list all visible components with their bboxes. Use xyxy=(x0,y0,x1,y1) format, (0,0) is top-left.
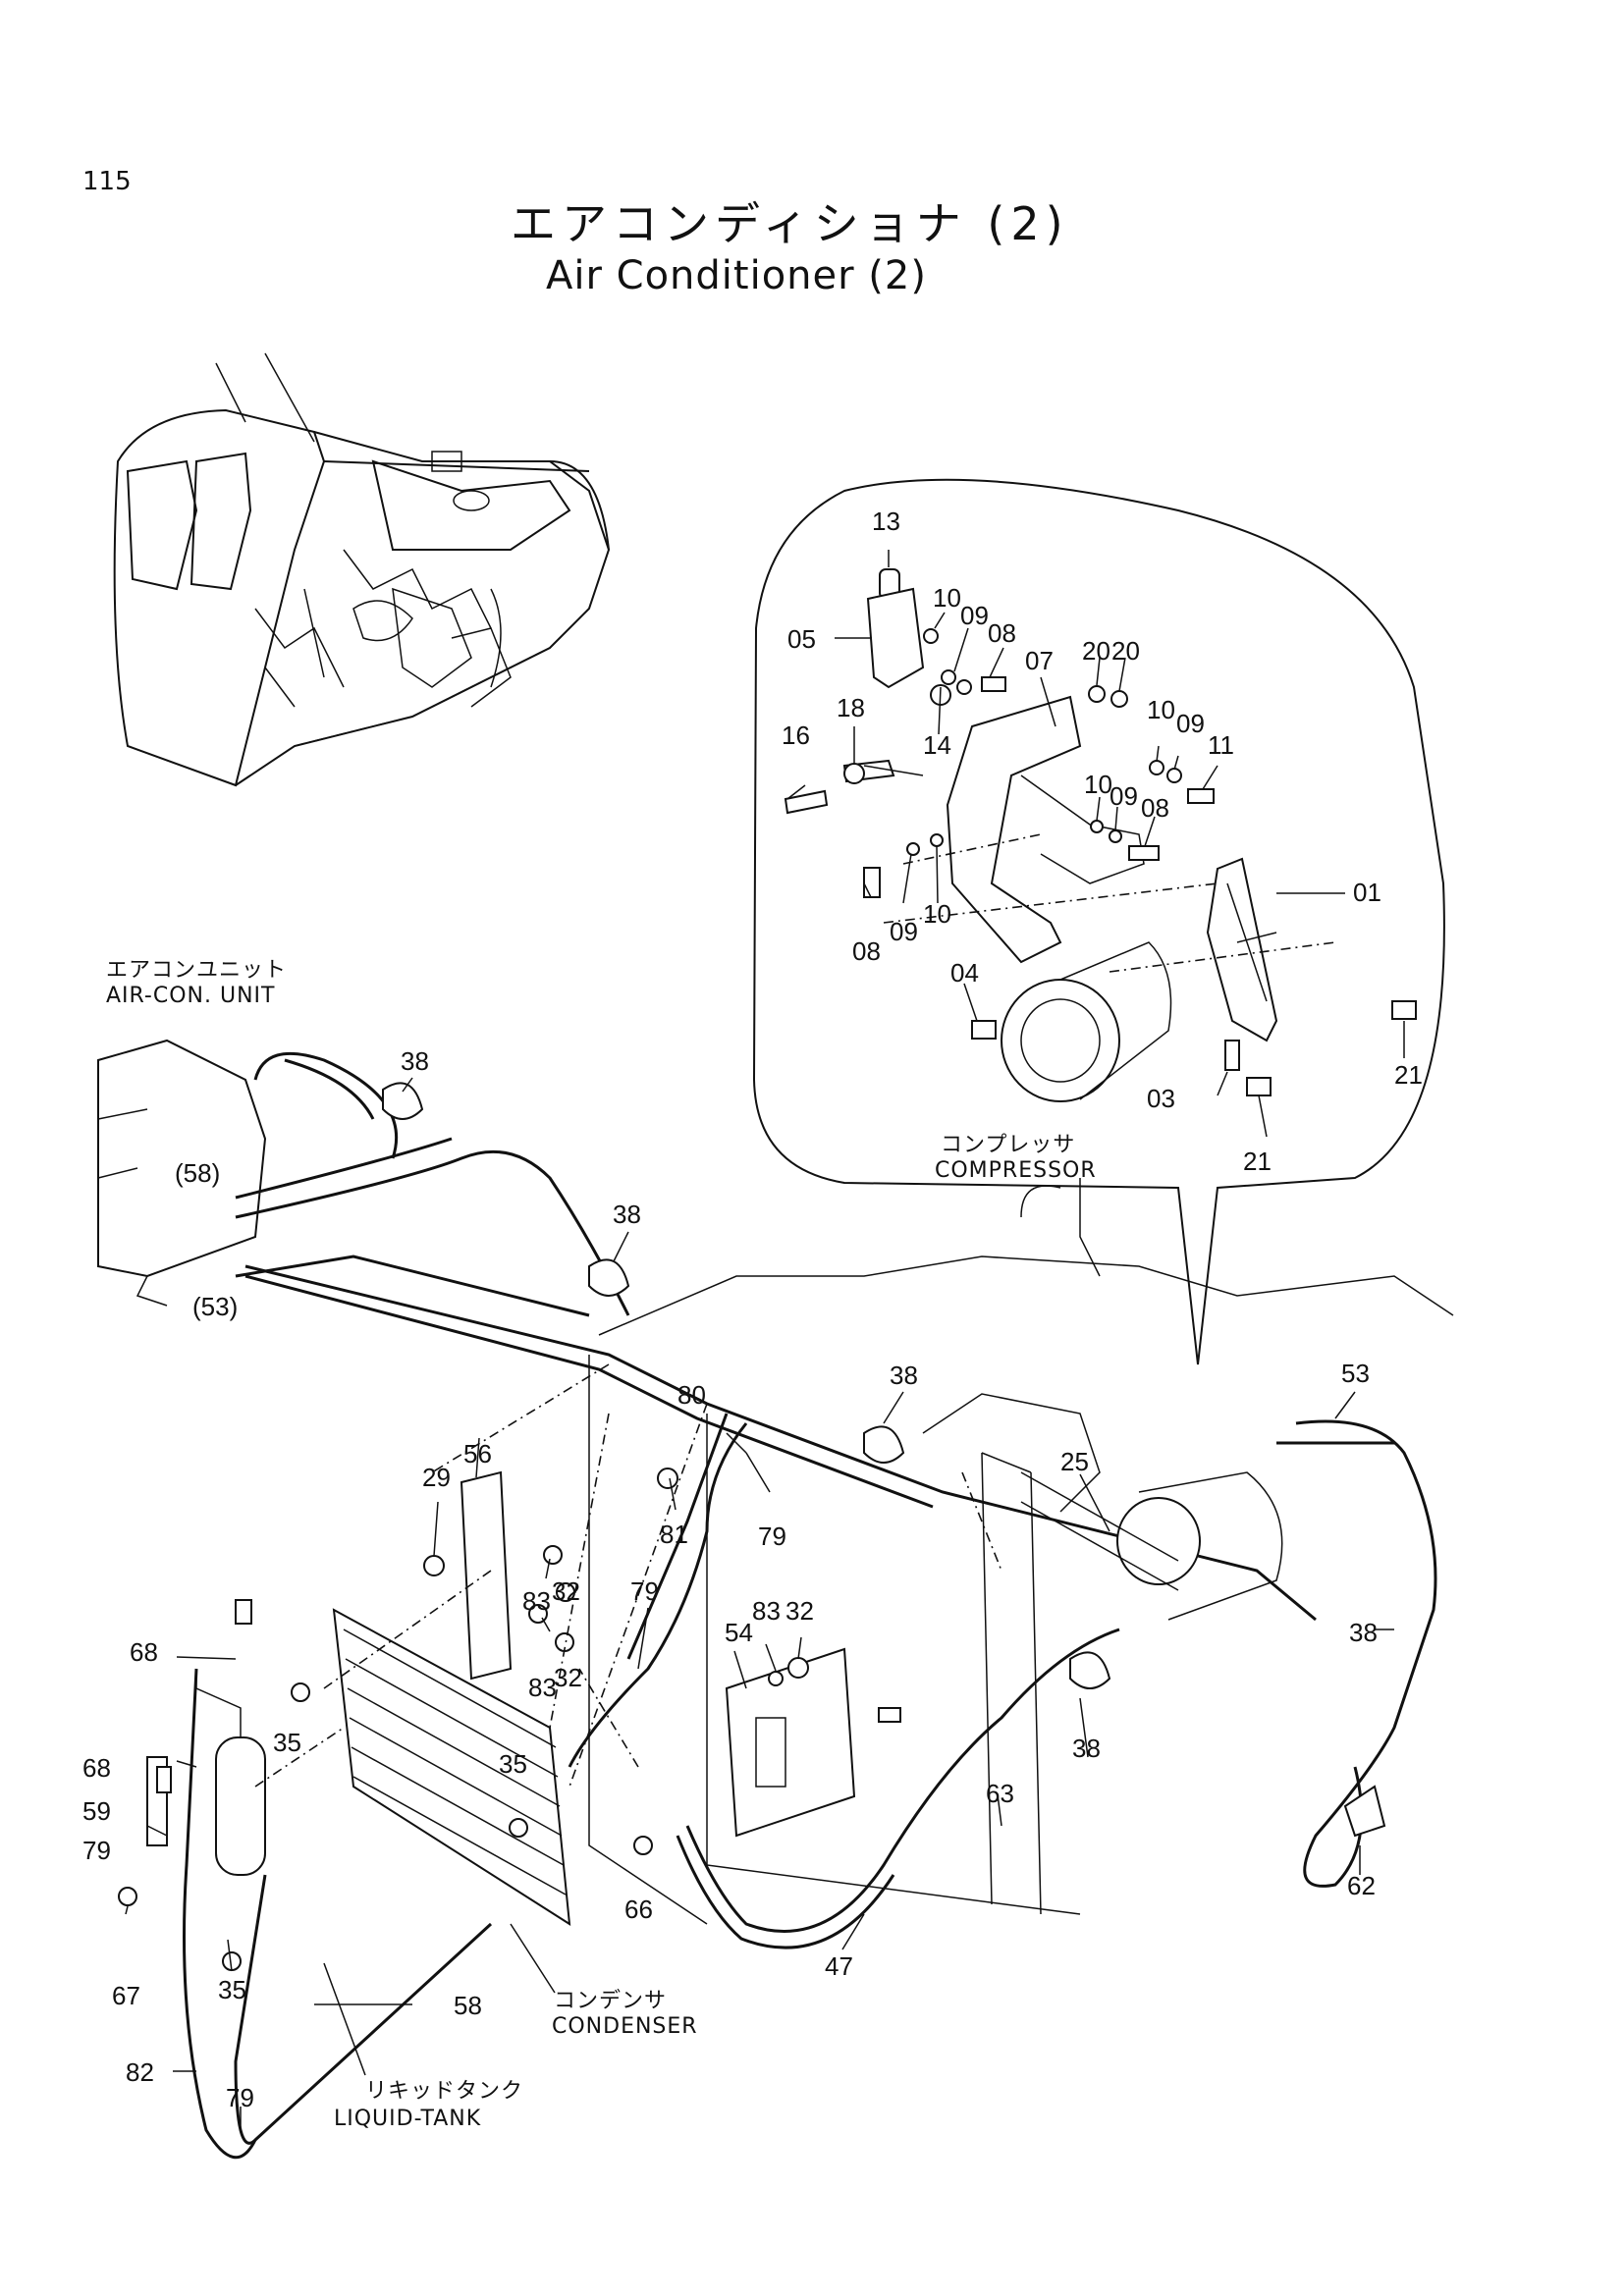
part-number-label: 09 xyxy=(890,917,918,946)
part-number-label: 32 xyxy=(785,1596,814,1626)
part-number-label: 79 xyxy=(226,2083,254,2112)
part-number-label: 80 xyxy=(677,1380,706,1410)
part-number-label: 83 xyxy=(522,1586,551,1616)
part-number-label: 13 xyxy=(872,507,900,536)
part-number-label: 79 xyxy=(630,1576,659,1606)
part-number-label: 14 xyxy=(923,730,951,760)
part-number-label: 66 xyxy=(624,1895,653,1924)
part-number-label: 38 xyxy=(1349,1618,1378,1647)
part-number-label: 08 xyxy=(852,936,881,966)
part-number-label: 08 xyxy=(988,618,1016,648)
part-number-label: 20 xyxy=(1082,636,1110,666)
part-number-label: 67 xyxy=(112,1981,140,2010)
excavator-overview-drawing xyxy=(113,352,611,787)
part-number-label: 38 xyxy=(1072,1734,1101,1763)
part-number-label: 29 xyxy=(422,1463,451,1492)
part-number-label: 82 xyxy=(126,2057,154,2087)
part-number-label: 35 xyxy=(499,1749,527,1779)
part-number-label: 09 xyxy=(1110,781,1138,811)
part-number-label: 32 xyxy=(552,1576,580,1606)
compressor-caption-jp: コンプレッサ xyxy=(941,1133,1076,1157)
main-assembly-drawing xyxy=(97,1039,1454,2160)
aircon-unit-caption-en: AIR-CON. UNIT xyxy=(106,984,276,1008)
part-number-label: 83 xyxy=(752,1596,781,1626)
part-number-label: (58) xyxy=(175,1158,220,1188)
page-number: 115 xyxy=(82,167,132,196)
part-number-label: 32 xyxy=(554,1663,582,1692)
title-english: Air Conditioner (2) xyxy=(546,253,927,298)
part-number-label: 62 xyxy=(1347,1871,1376,1900)
liquid-tank-caption-en: LIQUID-TANK xyxy=(334,2107,482,2131)
part-number-label: 18 xyxy=(837,693,865,722)
part-number-label: (53) xyxy=(192,1292,238,1321)
condenser-caption-jp: コンデンサ xyxy=(554,1989,668,2013)
part-number-label: 10 xyxy=(923,899,951,929)
part-number-label: 63 xyxy=(986,1779,1014,1808)
part-number-label: 79 xyxy=(758,1522,786,1551)
part-number-label: 35 xyxy=(273,1728,301,1757)
part-number-label: 16 xyxy=(782,721,810,750)
part-number-label: 68 xyxy=(130,1637,158,1667)
part-number-label: 83 xyxy=(528,1673,557,1702)
part-number-label: 68 xyxy=(82,1753,111,1783)
compressor-caption-en: COMPRESSOR xyxy=(935,1158,1097,1183)
part-number-label: 21 xyxy=(1394,1060,1423,1090)
part-number-label: 10 xyxy=(1147,695,1175,724)
condenser-caption-en: CONDENSER xyxy=(552,2014,698,2039)
part-number-label: 21 xyxy=(1243,1147,1272,1176)
part-number-label: 79 xyxy=(82,1836,111,1865)
part-number-label: 08 xyxy=(1141,793,1169,823)
part-number-label: 56 xyxy=(463,1439,492,1468)
part-number-label: 09 xyxy=(1176,709,1205,738)
part-number-label: 20 xyxy=(1111,636,1140,666)
part-number-label: 05 xyxy=(787,624,816,654)
part-number-label: 07 xyxy=(1025,646,1054,675)
aircon-unit-caption-jp: エアコンユニット xyxy=(106,958,288,983)
part-number-label: 58 xyxy=(454,1991,482,2020)
compressor-detail-callout xyxy=(752,478,1445,1365)
part-number-label: 11 xyxy=(1208,730,1234,760)
part-number-label: 59 xyxy=(82,1796,111,1826)
part-number-label: 10 xyxy=(1084,770,1112,799)
part-number-label: 04 xyxy=(950,958,979,988)
part-number-label: 38 xyxy=(401,1046,429,1076)
part-number-label: 81 xyxy=(660,1520,688,1549)
liquid-tank-caption-jp: リキッドタンク xyxy=(365,2079,524,2104)
part-number-label: 03 xyxy=(1147,1084,1175,1113)
part-number-label: 38 xyxy=(890,1361,918,1390)
part-number-label: 01 xyxy=(1353,878,1381,907)
part-number-label: 35 xyxy=(218,1975,246,2004)
compressor-bracket-drawing xyxy=(784,568,1417,1102)
part-number-label: 25 xyxy=(1060,1447,1089,1476)
part-number-label: 47 xyxy=(825,1951,853,1981)
part-number-label: 54 xyxy=(725,1618,753,1647)
part-number-label: 53 xyxy=(1341,1359,1370,1388)
leader-lines xyxy=(125,550,1405,2130)
part-number-label: 10 xyxy=(933,583,961,613)
part-number-label: 09 xyxy=(960,601,989,630)
title-japanese: エアコンディショナ (2) xyxy=(511,197,1069,250)
part-number-label: 38 xyxy=(613,1200,641,1229)
